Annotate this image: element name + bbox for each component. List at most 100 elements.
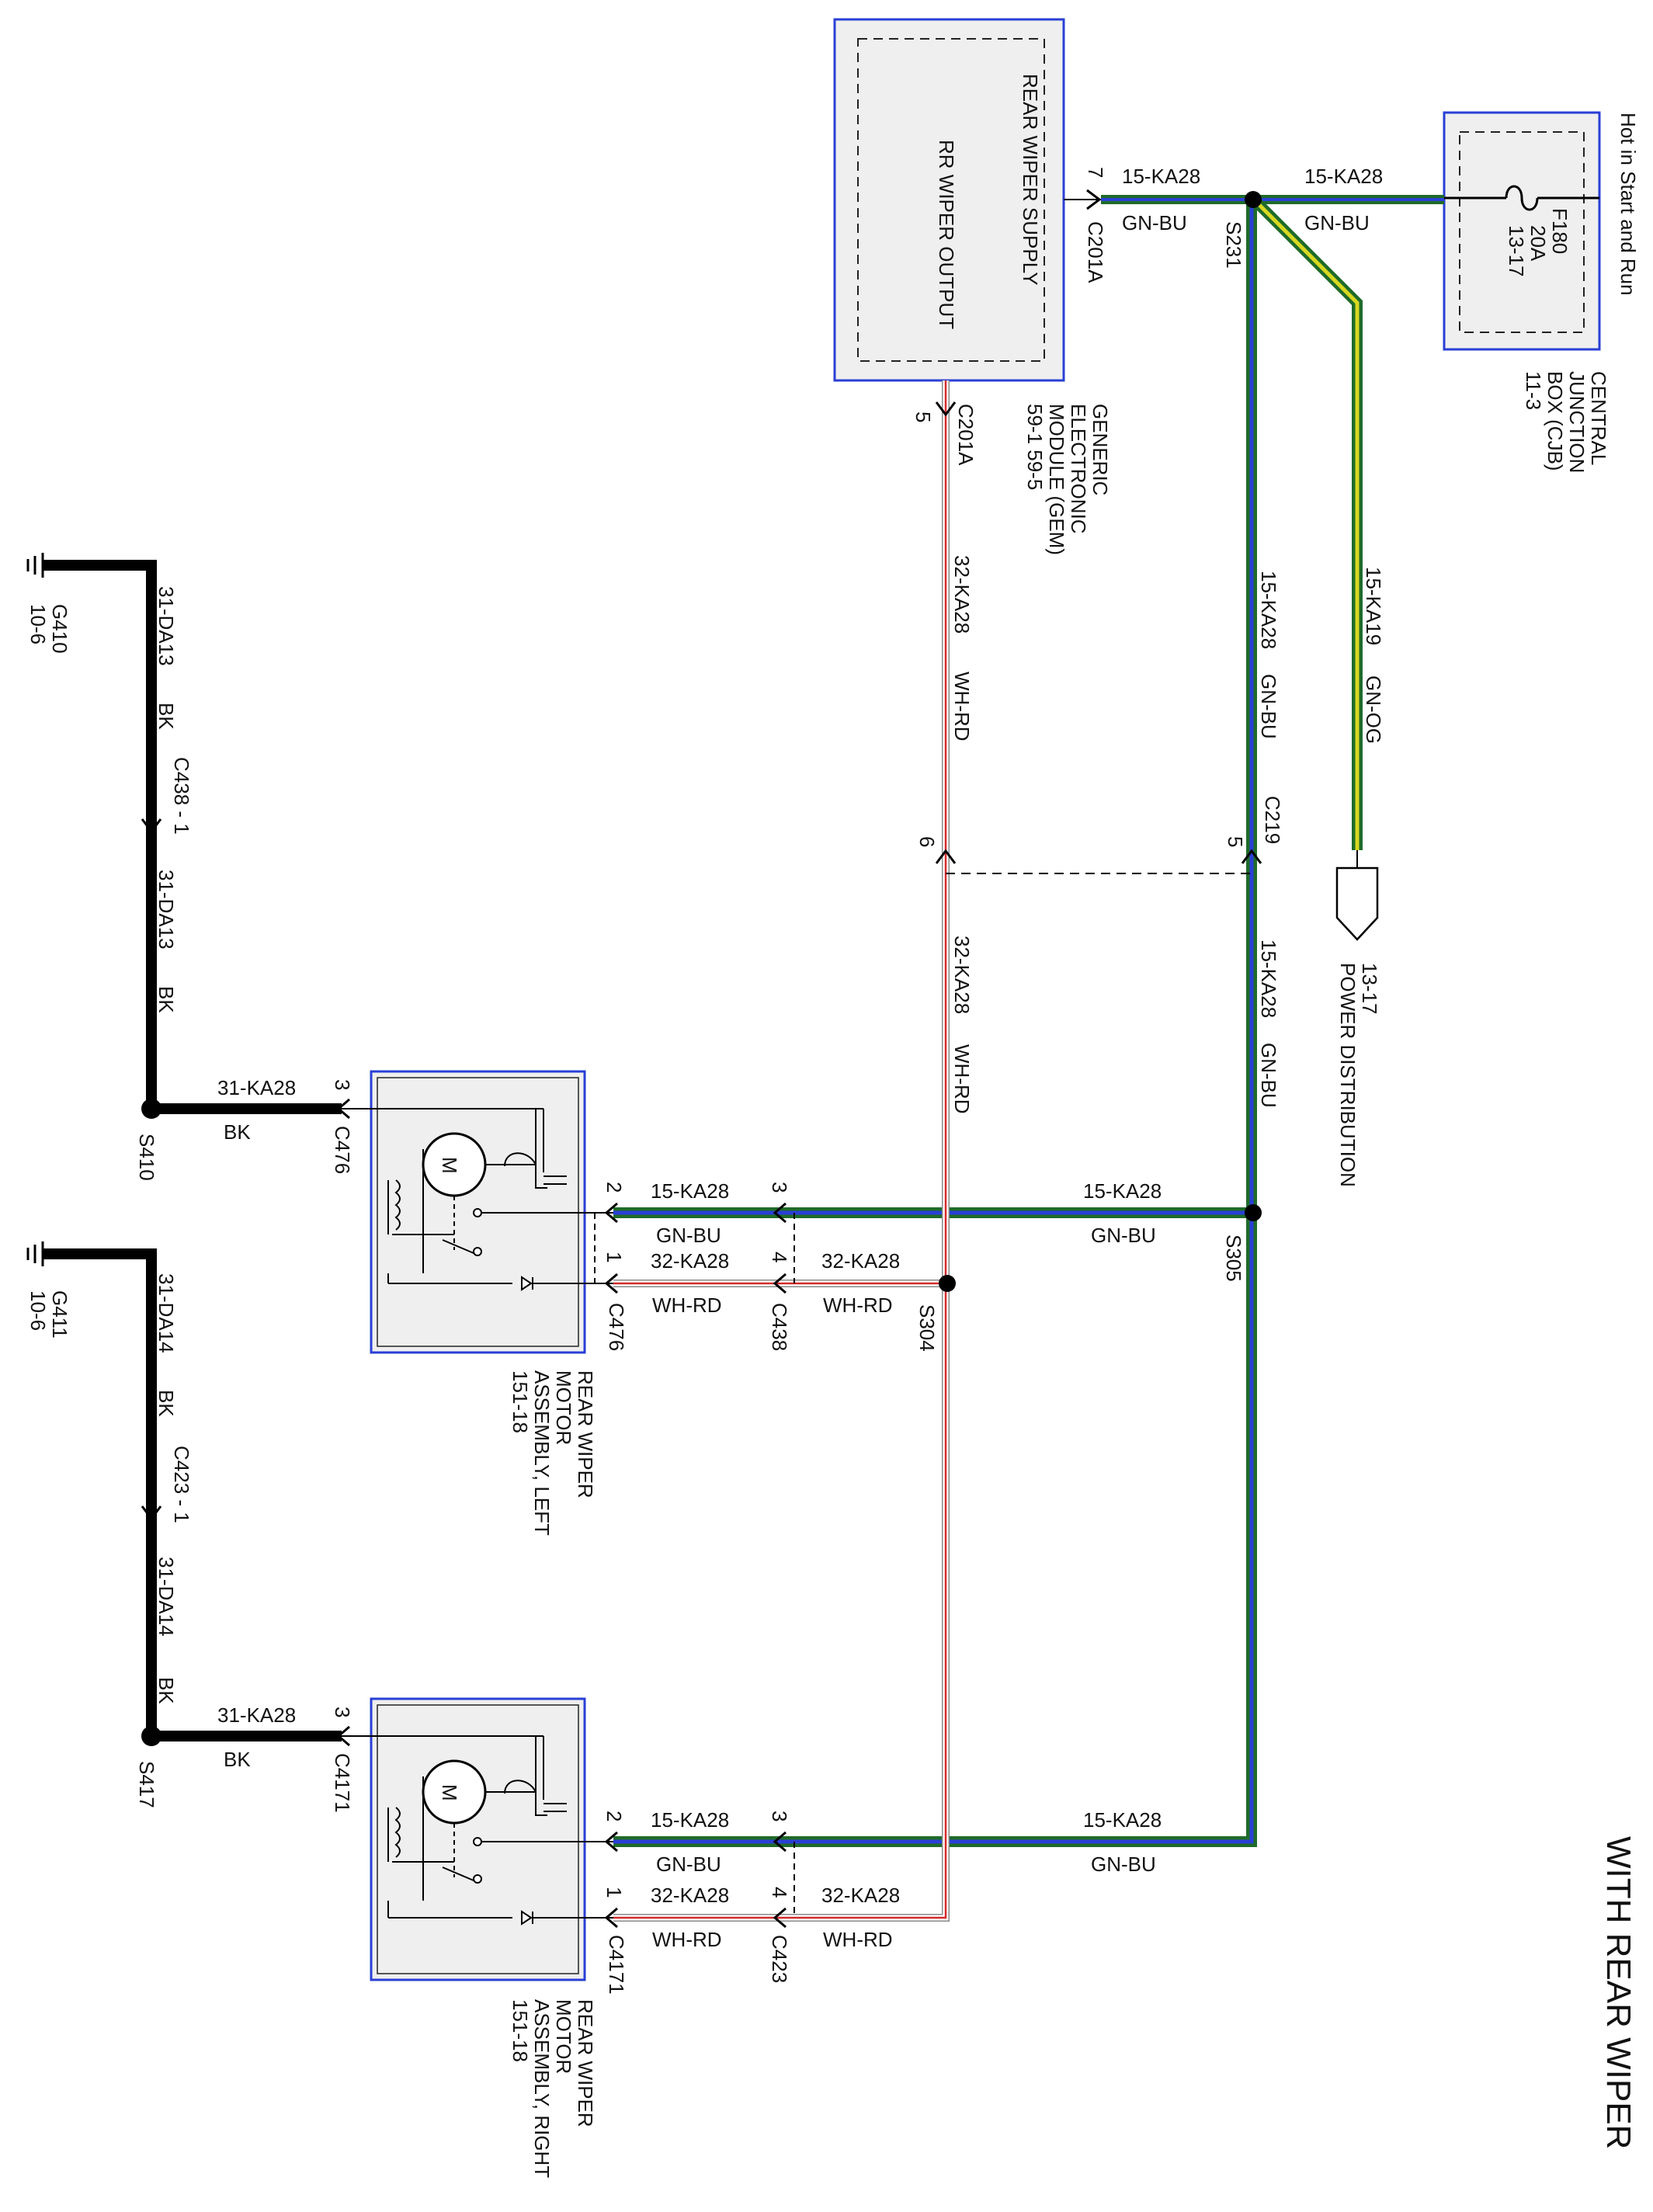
left-motor-symbol: M <box>438 1157 461 1174</box>
ground-label-g410: G410 <box>48 604 71 654</box>
left-wire-15-b-color: GN-BU <box>1091 1224 1156 1247</box>
right-conn-c4171-ground: C4171 <box>331 1753 354 1813</box>
splice-s417 <box>141 1726 161 1746</box>
fuse-label-2: 20A <box>1526 225 1550 262</box>
cjb-name-4: 11-3 <box>1522 371 1545 410</box>
wire-label-32-ka28-vert-2: 32-KA28 <box>950 936 974 1014</box>
left-motor-wire-32 <box>604 1273 787 1294</box>
wire-color-gn-bu-top-right: GN-BU <box>1304 211 1370 234</box>
left-pin-1: 1 <box>603 1252 626 1262</box>
connector-arrow-c201a-output <box>935 401 957 417</box>
wire-color-wh-rd-vert-2: WH-RD <box>950 1044 974 1114</box>
right-motor-name-1: REAR WIPER <box>574 1999 597 2127</box>
left-wire-15-b: 15-KA28 <box>1083 1179 1162 1203</box>
left-gw2-color: BK <box>155 986 178 1013</box>
gem-box <box>833 18 1065 382</box>
right-wire-32-b: 32-KA28 <box>821 1884 900 1907</box>
gem-label-output: RR WIPER OUTPUT <box>935 140 958 329</box>
splice-label-s231: S231 <box>1222 221 1245 269</box>
central-junction-box: F180 20A 13-17 Hot in Start and Run CENT… <box>1443 111 1640 473</box>
wire-label-15-ka28-vert-2: 15-KA28 <box>1257 939 1280 1018</box>
connector-arrow-c201a <box>1086 189 1102 210</box>
wire-color-gn-bu-vert-1: GN-BU <box>1257 674 1280 739</box>
left-motor-name-3: ASSEMBLY, LEFT <box>530 1370 554 1536</box>
ground-icon-g410 <box>26 553 44 578</box>
gem-pin-5: 5 <box>912 411 935 422</box>
right-motor-symbol: M <box>438 1784 461 1801</box>
c219-pin-5: 5 <box>1224 836 1247 847</box>
fuse-label-1: F180 <box>1548 208 1571 254</box>
wire-color-gn-og: GN-OG <box>1362 675 1385 744</box>
right-conn-c4171: C4171 <box>605 1935 628 1995</box>
wire-15-ka28-vertical <box>776 200 1257 1847</box>
left-motor-name-1: REAR WIPER <box>574 1370 597 1498</box>
left-conn-c476: C476 <box>605 1303 628 1351</box>
left-wire-32-a-color: WH-RD <box>652 1294 722 1317</box>
right-motor-wire-15 <box>604 1831 787 1853</box>
gem-inner-box <box>857 38 1045 362</box>
left-motor-name-2: MOTOR <box>552 1370 575 1445</box>
right-motor-name-4: 151-18 <box>509 1999 532 2062</box>
cjb-inner-box <box>1459 131 1585 333</box>
right-wire-15-a: 15-KA28 <box>651 1808 729 1832</box>
right-pin-4-mid: 4 <box>768 1887 791 1898</box>
right-wire-32-a: 32-KA28 <box>651 1884 729 1907</box>
left-ground-wire-color: BK <box>224 1120 251 1144</box>
right-motor-name-2: MOTOR <box>552 1999 575 2074</box>
diagram-title: WITH REAR WIPER <box>1599 1836 1637 2149</box>
right-splice-label: S417 <box>135 1761 158 1808</box>
wire-32-ka28-vertical <box>776 380 950 1922</box>
left-wire-32-b-color: WH-RD <box>823 1294 893 1317</box>
right-wire-15-b-color: GN-BU <box>1091 1853 1156 1876</box>
right-pin-3-ground: 3 <box>331 1707 354 1717</box>
power-distribution-ref: 13-17 <box>1358 963 1381 1015</box>
left-wire-15-a: 15-KA28 <box>651 1179 729 1203</box>
wire-gem-to-s231 <box>1064 189 1252 210</box>
gem-pin-7: 7 <box>1084 167 1107 178</box>
left-pin-3-mid: 3 <box>768 1182 791 1193</box>
left-wire-15-a-color: GN-BU <box>656 1224 721 1247</box>
power-distribution-icon <box>1335 866 1379 941</box>
c219-label: C219 <box>1261 796 1284 844</box>
splice-s410 <box>141 1099 161 1119</box>
gem-connector-c201a-top: C201A <box>1084 221 1107 283</box>
gem-connector-c201a-bottom: C201A <box>954 404 978 466</box>
right-inline-conn: C423 - 1 <box>170 1446 193 1523</box>
left-conn-c438: C438 <box>768 1303 791 1351</box>
right-gw2: 31-DA14 <box>155 1557 178 1637</box>
ground-ref-g410: 10-6 <box>26 604 50 644</box>
splice-s304 <box>939 1275 956 1292</box>
ground-ref-g411: 10-6 <box>26 1290 50 1331</box>
right-wire-15-a-color: GN-BU <box>656 1853 721 1876</box>
left-ground-wire <box>43 560 350 1120</box>
left-wire-32-b: 32-KA28 <box>821 1249 900 1273</box>
wire-label-32-ka28-vert-1: 32-KA28 <box>950 555 974 634</box>
right-gw1-color: BK <box>155 1390 178 1417</box>
right-motor-name-3: ASSEMBLY, RIGHT <box>530 1999 554 2178</box>
right-pin-3-mid: 3 <box>768 1811 791 1821</box>
gem-name-1: GENERIC <box>1089 404 1112 495</box>
right-pin-1: 1 <box>603 1887 626 1898</box>
splice-label-s304: S304 <box>915 1304 939 1352</box>
left-inline-conn: C438 - 1 <box>170 757 193 835</box>
left-gw1-color: BK <box>155 703 178 730</box>
left-gw2: 31-DA13 <box>155 870 178 950</box>
fuse-icon <box>1505 185 1539 211</box>
ground-icon-g411 <box>26 1241 44 1266</box>
right-gw1: 31-DA14 <box>155 1273 178 1353</box>
right-conn-c423: C423 <box>768 1935 791 1983</box>
cjb-hot-label: Hot in Start and Run <box>1617 113 1640 296</box>
cjb-box <box>1443 111 1601 351</box>
right-ground-wire-color: BK <box>224 1748 251 1771</box>
splice-s231 <box>1245 191 1262 208</box>
wire-label-15-ka28-vert-1: 15-KA28 <box>1257 571 1280 649</box>
left-gw1: 31-DA13 <box>155 586 178 666</box>
gem-name-2: ELECTRONIC <box>1067 404 1090 534</box>
splice-s305 <box>1245 1204 1262 1221</box>
wire-label-15-ka28-top-right: 15-KA28 <box>1304 165 1383 188</box>
left-motor-name-4: 151-18 <box>509 1370 532 1433</box>
right-pin-2: 2 <box>603 1811 626 1821</box>
power-distribution-label: POWER DISTRIBUTION <box>1336 963 1360 1187</box>
connector-c219 <box>935 849 1262 874</box>
wire-label-15-ka28-top-left: 15-KA28 <box>1122 165 1200 188</box>
